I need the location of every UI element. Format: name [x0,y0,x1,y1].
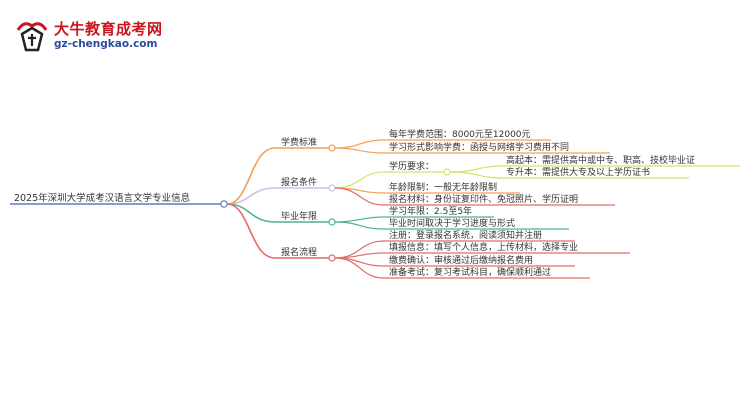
branch-tuition: 学费标准 每年学费范围：8000元至12000元 学习形式影响学费：函授与网络学… [226,128,610,205]
leaf-materials: 报名材料：身份证复印件、免冠照片、学历证明 [389,193,578,205]
leaf-tuition-range: 每年学费范围：8000元至12000元 [389,128,531,140]
branch-label-requirements: 报名条件 [281,176,317,188]
branch-label-graduation: 毕业年限 [281,210,317,222]
leaf-tuition-mode: 学习形式影响学费：函授与网络学习费用不同 [389,141,569,153]
branch-label-process: 报名流程 [281,246,317,258]
branch-label-tuition: 学费标准 [281,136,317,148]
root-label: 2025年深圳大学成考汉语言文学专业信息 [14,192,190,204]
site-logo: 大牛教育成考网 gz-chengkao.com [14,16,164,56]
leaf-register: 注册：登录报名系统，阅读须知并注册 [389,229,542,241]
bull-logo-icon [16,22,48,52]
logo-url: gz-chengkao.com [54,38,158,50]
branch-process: 报名流程 注册：登录报名系统，阅读须知并注册 填报信息：填写个人信息，上传材料，… [226,203,630,279]
leaf-zhuanshengben: 专升本：需提供大专及以上学历证书 [506,166,650,178]
logo-title: 大牛教育成考网 [54,20,163,38]
leaf-exam-prep: 准备考试：复习考试科目，确保顺利通过 [389,266,551,278]
root-node [220,200,228,208]
leaf-study-years: 学习年限：2.5至5年 [389,205,472,217]
leaf-payment: 缴费确认：审核通过后缴纳报名费用 [389,254,533,266]
leaf-gaoqiben: 高起本：需提供高中或中专、职高、技校毕业证 [506,154,695,166]
branch-graduation: 毕业年限 学习年限：2.5至5年 毕业时间取决于学习进度与形式 [226,203,569,230]
leaf-fill-info: 填报信息：填写个人信息，上传材料，选择专业 [389,241,578,253]
leaf-graduation-time: 毕业时间取决于学习进度与形式 [389,217,515,229]
leaf-age: 年龄限制：一般无年龄限制 [389,181,497,193]
node-education: 学历要求： [389,160,434,172]
branch-requirements: 报名条件 学历要求： 高起本：需提供高中或中专、职高、技校毕业证 专升本：需提供… [226,154,740,206]
